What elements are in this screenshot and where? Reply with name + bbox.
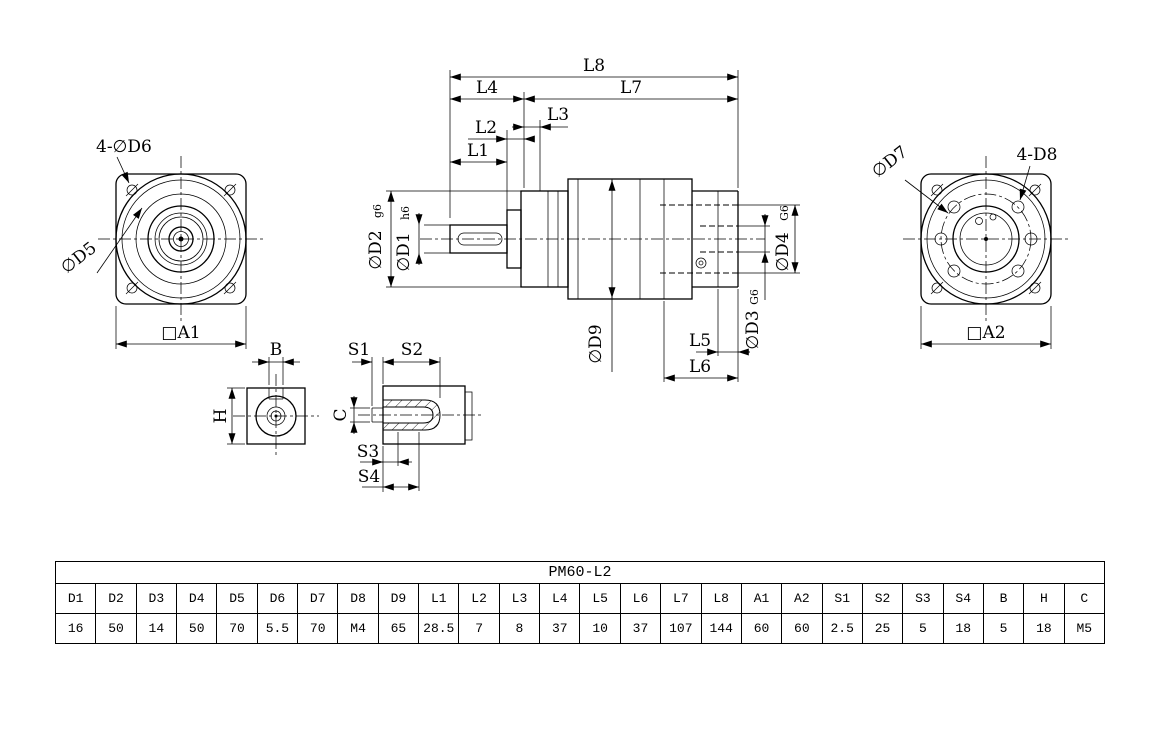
fit-d2-label: g6 [371,204,384,218]
table-header-cell: D8 [337,583,379,614]
table-title-row: PM60-L2 [55,561,1105,584]
table-value-cell: 144 [700,613,742,644]
table-header-cell: B [982,583,1025,614]
table-value-cell: M4 [337,613,379,644]
table-value-cell: 10 [579,613,621,644]
dim-l6-label: L6 [689,357,711,377]
key-s1-label: S1 [348,340,370,360]
table-value-cell: 37 [539,613,581,644]
table-value-cell: 37 [619,613,662,644]
table-header-cell: L5 [579,583,621,614]
dia-d2-label: ∅D2 [366,230,386,269]
table-header-cell: D2 [95,583,137,614]
rear-view: ∅D7 4-D8 □A2 [868,142,1069,349]
table-value-cell: 16 [54,613,97,644]
dim-l7-label: L7 [620,78,642,98]
key-c-label: C [331,408,351,421]
fit-d1-label: h6 [399,206,412,220]
front-view: 4-∅D6 ∅D5 □A1 [57,137,264,349]
table-value-cell: 5.5 [256,613,299,644]
table-header-cell: H [1023,583,1065,614]
table-header-cell: C [1063,583,1106,614]
key-h-label: H [211,409,231,424]
table-value-cell: 70 [216,613,258,644]
table-value-cell: 50 [95,613,137,644]
key-s3-label: S3 [357,442,379,462]
dia-d4-label: ∅D4 [773,232,793,271]
front-square-label: □A1 [161,323,200,343]
table-value-cell: 25 [861,613,904,644]
table-value-cell: 14 [135,613,178,644]
table-value-cell: 70 [297,613,339,644]
table-header-cell: S1 [821,583,863,614]
table-value-cell: 5 [902,613,944,644]
table-value-cell: 65 [377,613,420,644]
table-header-cell: L1 [418,583,460,614]
rear-square-label: □A2 [966,323,1005,343]
table-value-cell: 60 [781,613,823,644]
table-header-cell: L3 [498,583,541,614]
dim-l2-label: L2 [475,118,497,138]
table-header-cell: S2 [861,583,904,614]
table-header-cell: A1 [740,583,783,614]
table-header-cell: S4 [942,583,984,614]
side-view: L8 L4 L7 L3 L2 L1 ∅D2 g6 ∅D1 h6 [366,56,800,382]
table-header-cell: D6 [256,583,299,614]
table-value-cell: 5 [982,613,1025,644]
table-value-cell: 60 [740,613,783,644]
front-holes-label: 4-∅D6 [96,137,152,157]
dim-l8-label: L8 [583,56,605,76]
fit-d3-label: G6 [748,289,761,305]
dia-d3-label: ∅D3 [743,310,763,349]
dim-l3-label: L3 [547,105,569,125]
front-bolt-circle-label: ∅D5 [57,238,100,278]
dim-l5-label: L5 [689,331,711,351]
table-header-cell: D3 [135,583,178,614]
table-header-cell: A2 [781,583,823,614]
rear-holes-label: 4-D8 [1016,145,1057,165]
rear-bolt-circle-label: ∅D7 [868,142,911,182]
keyway-detail-view: S1 S2 C S3 S4 [331,340,482,492]
table-header-cell: L2 [458,583,500,614]
table-header-cell: L8 [700,583,742,614]
dia-d1-label: ∅D1 [394,232,414,271]
table-header-cell: L7 [660,583,702,614]
dim-l1-label: L1 [467,141,489,161]
table-value-cell: 50 [176,613,218,644]
table-header-cell: D9 [377,583,420,614]
key-s4-label: S4 [358,467,380,487]
table-header-cell: D4 [176,583,218,614]
table-title: PM60-L2 [55,561,1105,584]
key-s2-label: S2 [401,340,423,360]
table-header-cell: L6 [619,583,662,614]
key-b-label: B [270,340,283,360]
table-value-cell: 2.5 [821,613,863,644]
table-value-cell: 7 [458,613,500,644]
table-header-cell: S3 [902,583,944,614]
table-value-cell: 18 [942,613,984,644]
table-value-cell: M5 [1063,613,1106,644]
key-section-view: B H [211,340,319,458]
table-header-cell: D5 [216,583,258,614]
table-value-cell: 107 [660,613,702,644]
table-header-cell: D1 [54,583,97,614]
table-header-cell: L4 [539,583,581,614]
table-value-cell: 28.5 [418,613,460,644]
dia-d9-label: ∅D9 [586,324,606,363]
table-value-cell: 18 [1023,613,1065,644]
dim-l4-label: L4 [476,78,498,98]
table-value-cell: 8 [498,613,541,644]
table-header-cell: D7 [297,583,339,614]
technical-drawing: 4-∅D6 ∅D5 □A1 [57,56,1069,492]
fit-d4-label: G6 [778,205,791,221]
